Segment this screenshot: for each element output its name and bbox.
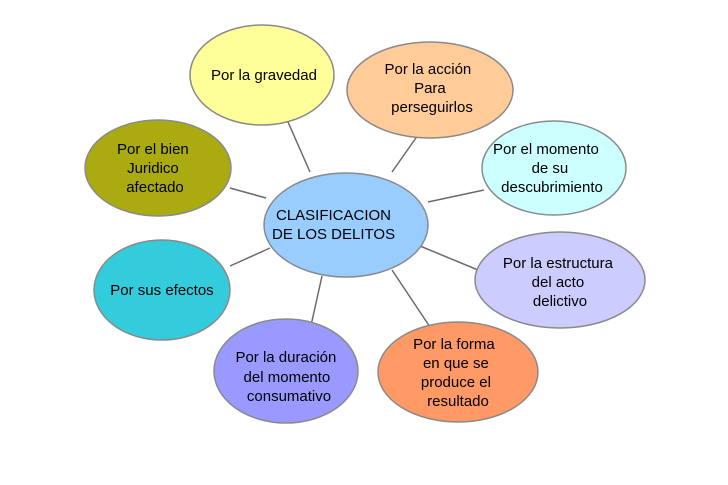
bubble-forma <box>377 321 539 423</box>
connector-duracion <box>309 275 323 331</box>
connector-bien-juridico <box>229 187 267 199</box>
label-forma: Por la forma en que se produce el result… <box>413 336 499 410</box>
label-estructura: Por la estructura del acto delictivo <box>503 255 617 310</box>
connector-efectos <box>229 247 271 267</box>
center-title: CLASIFICACION DE LOS DELITOS <box>272 207 395 243</box>
bubble-accion <box>346 41 514 139</box>
connector-momento-descubrimiento <box>427 189 485 203</box>
bubble-bien-juridico <box>84 119 232 217</box>
center-bubble <box>263 172 429 278</box>
label-momento-descubrimiento: Por el momento de su descubrimiento <box>493 141 603 196</box>
bubble-duracion <box>213 318 359 424</box>
connector-forma <box>391 269 433 331</box>
label-duracion: Por la duración del momento consumativo <box>235 349 340 405</box>
connector-gravedad <box>287 121 311 173</box>
connector-estructura <box>419 245 479 271</box>
label-bien-juridico: Por el bien Juridico afectado <box>117 141 193 196</box>
label-accion: Por la acción Para perseguirlos <box>385 61 476 116</box>
label-efectos: Por sus efectos <box>110 282 213 299</box>
connector-accion <box>391 134 419 173</box>
label-gravedad: Por la gravedad <box>211 67 317 84</box>
bubble-gravedad <box>189 24 335 126</box>
bubble-momento-descubrimiento <box>481 120 627 216</box>
bubble-estructura <box>474 231 646 329</box>
bubble-efectos <box>93 239 231 341</box>
